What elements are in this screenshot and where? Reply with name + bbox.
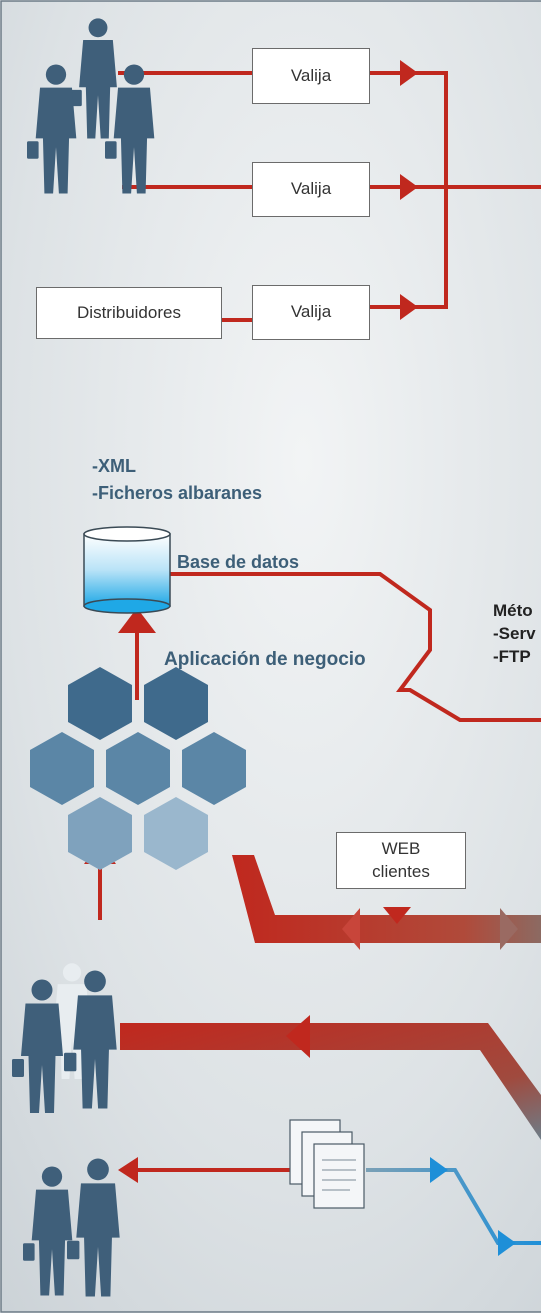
arrow-right-icon: [400, 294, 418, 320]
arrow-right-icon: [430, 1157, 448, 1183]
arrow-right-icon: [498, 1230, 516, 1256]
hexagon-cluster-icon: [30, 667, 246, 870]
blue-data-line: [366, 1168, 541, 1245]
valija-label: Valija: [290, 179, 332, 199]
documents-icon: [289, 1119, 365, 1209]
arrow-left-icon: [286, 1015, 310, 1058]
clientes-label: clientes: [372, 861, 430, 881]
method-item: -FTP: [493, 647, 531, 666]
distribuidores-label: Distribuidores: [77, 302, 181, 322]
format-xml-label: -XML: [92, 456, 136, 476]
arrow-right-icon: [500, 908, 518, 950]
arrow-right-icon: [400, 174, 418, 200]
valija-box-3: Valija: [252, 285, 370, 340]
database-icon: [83, 526, 171, 614]
app-label: Aplicación de negocio: [164, 649, 366, 670]
flow-arrows-top: [400, 60, 418, 320]
web-clientes-box: WEB clientes: [336, 832, 466, 889]
methods-title: Méto: [493, 601, 533, 620]
database-label: Base de datos: [177, 552, 300, 572]
web-channel-band: [232, 855, 541, 943]
return-channel-band: [120, 1023, 541, 1140]
arrow-left-icon: [118, 1157, 138, 1183]
arrow-left-icon: [342, 908, 360, 950]
arrow-right-icon: [400, 60, 418, 86]
format-albaranes-label: -Ficheros albaranes: [92, 483, 263, 503]
database-route-line: [170, 572, 541, 722]
method-item: -Serv: [493, 624, 536, 643]
web-label: WEB: [381, 838, 421, 858]
distribuidores-box: Distribuidores: [36, 287, 222, 339]
valija-label: Valija: [290, 302, 332, 322]
valija-label: Valija: [290, 65, 332, 85]
arrow-down-icon: [383, 907, 411, 924]
valija-box-1: Valija: [252, 48, 370, 104]
valija-box-2: Valija: [252, 162, 370, 217]
arrow-up-icon: [118, 608, 156, 633]
